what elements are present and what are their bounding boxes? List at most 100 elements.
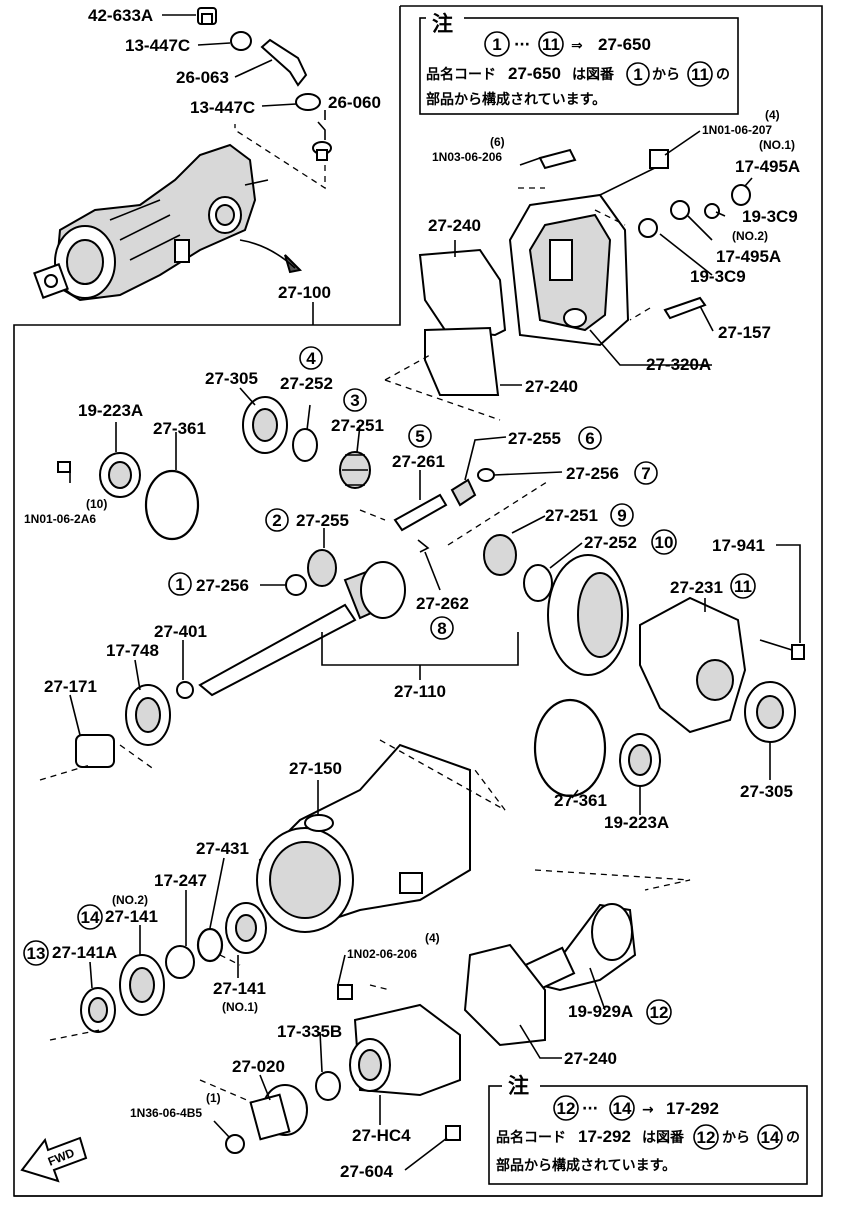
svg-text:4: 4 — [306, 349, 316, 368]
label-27-141-b: 27-141 — [213, 979, 266, 998]
svg-text:14: 14 — [761, 1128, 780, 1147]
label-27-262: 27-262 — [416, 594, 469, 613]
label-27-240-b: 27-240 — [525, 377, 578, 396]
svg-text:14: 14 — [81, 908, 100, 927]
svg-text:17-292: 17-292 — [666, 1099, 719, 1118]
svg-text:⇒: ⇒ — [571, 38, 583, 54]
circled-2: 2 — [265, 508, 289, 532]
rear-cover-group — [418, 148, 751, 396]
label-26-063: 26-063 — [176, 68, 229, 87]
svg-text:12: 12 — [557, 1099, 576, 1118]
label-27-150: 27-150 — [289, 759, 342, 778]
svg-text:11: 11 — [542, 35, 560, 54]
svg-text:の: の — [716, 67, 730, 83]
label-27-255-b: 27-255 — [296, 511, 349, 530]
label-1n36-qty: (1) — [206, 1091, 221, 1105]
circled-numbers: 4 3 5 6 7 2 9 10 1 11 8 14 13 12 — [23, 346, 756, 1025]
circled-3: 3 — [343, 388, 367, 412]
circled-1: 1 — [168, 572, 192, 596]
label-27-240-c: 27-240 — [564, 1049, 617, 1068]
svg-text:は図番: は図番 — [572, 66, 615, 83]
svg-text:2: 2 — [272, 511, 281, 530]
circled-10: 10 — [651, 529, 677, 555]
note-bottom-head: 注 — [508, 1074, 529, 1098]
label-no1-a: (NO.1) — [759, 138, 795, 152]
circled-9: 9 — [610, 503, 634, 527]
label-27-252-b: 27-252 — [584, 533, 637, 552]
label-27-305-a: 27-305 — [205, 369, 258, 388]
label-27-251-b: 27-251 — [545, 506, 598, 525]
svg-text:11: 11 — [734, 577, 752, 596]
label-17-335b: 17-335B — [277, 1022, 342, 1041]
label-1n01-06-2a6: 1N01-06-2A6 — [24, 512, 96, 526]
label-13-447c-a: 13-447C — [125, 36, 190, 55]
note-box-bottom: 注 12 ··· 14 → 17-292 品名コード 17-292 は図番 12… — [488, 1074, 808, 1185]
label-1n03-06-206: 1N03-06-206 — [432, 150, 502, 164]
svg-text:···: ··· — [582, 1101, 598, 1117]
circled-14: 14 — [77, 904, 103, 930]
label-27-141: 27-141 — [105, 907, 158, 926]
label-27-157: 27-157 — [718, 323, 771, 342]
svg-text:から: から — [722, 1130, 750, 1146]
circled-11: 11 — [730, 573, 756, 599]
label-1n01-06-207: 1N01-06-207 — [702, 123, 772, 137]
label-1n02-qty: (4) — [425, 931, 440, 945]
label-13-447c-b: 13-447C — [190, 98, 255, 117]
circled-13: 13 — [23, 940, 49, 966]
front-cover-group — [225, 903, 637, 1154]
svg-text:5: 5 — [415, 427, 424, 446]
label-27-231: 27-231 — [670, 578, 723, 597]
circled-12: 12 — [646, 999, 672, 1025]
label-27-261: 27-261 — [392, 452, 445, 471]
svg-text:部品から構成されています。: 部品から構成されています。 — [426, 91, 606, 108]
circled-6: 6 — [578, 426, 602, 450]
svg-text:···: ··· — [514, 37, 530, 53]
pinion-bearing-group — [80, 902, 267, 1033]
svg-text:の: の — [786, 1130, 800, 1146]
svg-text:10: 10 — [655, 533, 674, 552]
carrier-housing-group — [256, 698, 661, 933]
svg-text:13: 13 — [27, 944, 46, 963]
leader-lines — [69, 14, 801, 1171]
label-27-320a: 27-320A — [646, 355, 711, 374]
label-27-256-b: 27-256 — [196, 576, 249, 595]
label-27-305-b: 27-305 — [740, 782, 793, 801]
svg-text:1: 1 — [175, 575, 184, 594]
label-27-361-b: 27-361 — [554, 791, 607, 810]
label-27-hc4: 27-HC4 — [352, 1126, 411, 1145]
svg-text:1: 1 — [633, 65, 642, 84]
rear-differential-assembly — [33, 143, 303, 302]
svg-text:品名コード: 品名コード — [496, 1129, 566, 1146]
label-27-255-a: 27-255 — [508, 429, 561, 448]
differential-internal-group — [57, 396, 553, 602]
label-27-141a: 27-141A — [52, 943, 117, 962]
label-no2-a: (NO.2) — [732, 229, 768, 243]
label-26-060: 26-060 — [328, 93, 381, 112]
label-17-495a-a: 17-495A — [735, 157, 800, 176]
svg-text:9: 9 — [617, 506, 626, 525]
svg-text:14: 14 — [613, 1099, 632, 1118]
label-27-171: 27-171 — [44, 677, 97, 696]
label-27-110: 27-110 — [394, 682, 446, 701]
svg-text:から: から — [652, 67, 680, 83]
svg-text:27-650: 27-650 — [508, 64, 561, 83]
svg-text:12: 12 — [697, 1128, 716, 1147]
label-19-3c9-b: 19-3C9 — [690, 267, 746, 286]
label-27-256-a: 27-256 — [566, 464, 619, 483]
label-19-929a: 19-929A — [568, 1002, 633, 1021]
svg-text:12: 12 — [650, 1003, 669, 1022]
label-17-941: 17-941 — [712, 536, 765, 555]
svg-text:品名コード: 品名コード — [426, 66, 496, 83]
label-27-251-a: 27-251 — [331, 416, 384, 435]
label-no2-b: (NO.2) — [112, 893, 148, 907]
label-27-252-a: 27-252 — [280, 374, 333, 393]
circled-4: 4 — [299, 346, 323, 370]
label-17-748: 17-748 — [106, 641, 159, 660]
label-17-247: 17-247 — [154, 871, 207, 890]
label-27-431: 27-431 — [196, 839, 249, 858]
svg-text:部品から構成されています。: 部品から構成されています。 — [496, 1157, 676, 1174]
label-1n03-qty: (6) — [490, 135, 505, 149]
label-27-100: 27-100 — [278, 283, 331, 302]
circled-5: 5 — [408, 424, 432, 448]
label-17-495a-b: 17-495A — [716, 247, 781, 266]
